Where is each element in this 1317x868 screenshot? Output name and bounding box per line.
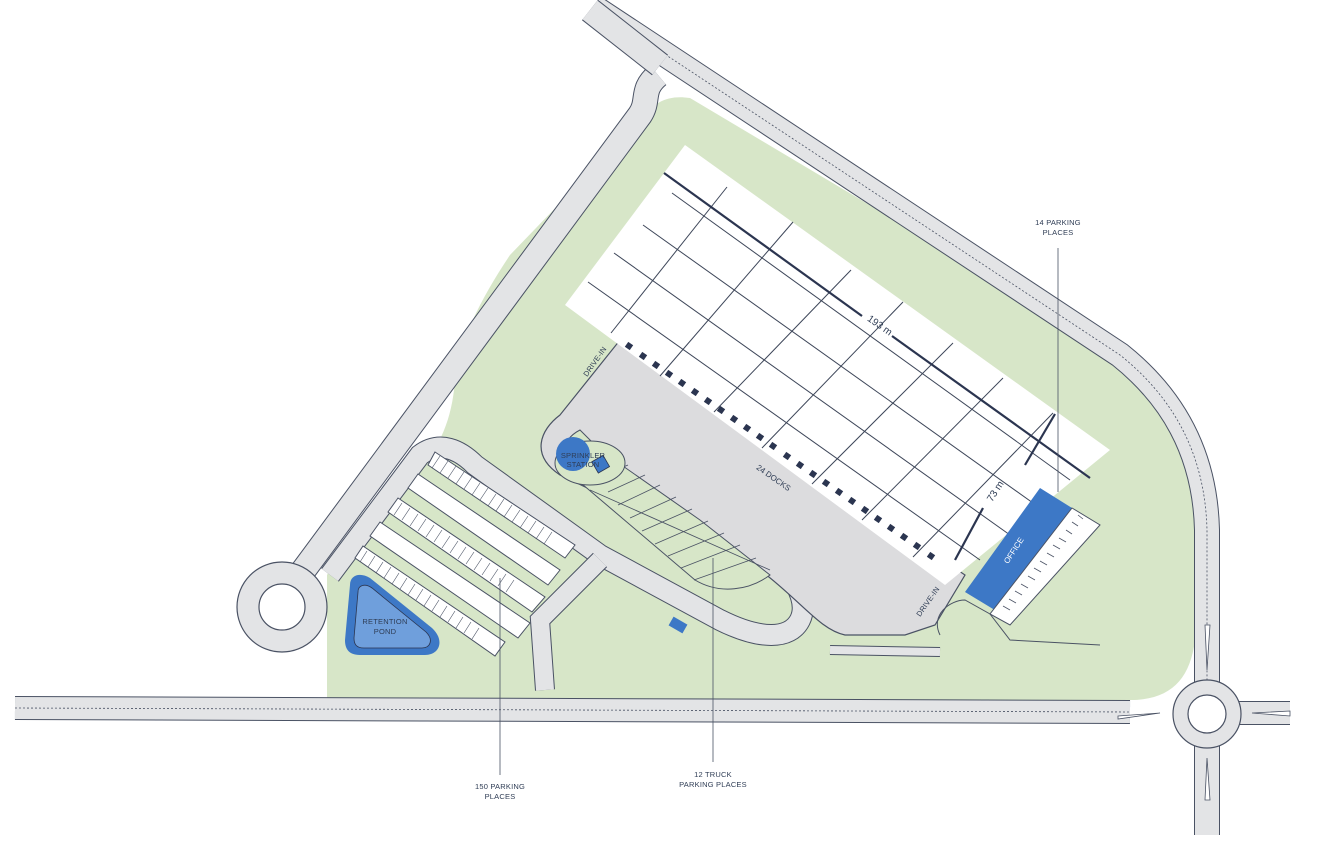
truck12-callout: 12 TRUCK PARKING PLACES bbox=[679, 770, 747, 789]
roundabout-left bbox=[236, 561, 328, 653]
truck-parking-hatch bbox=[589, 464, 771, 581]
sprinkler-label-line2: STATION bbox=[567, 460, 600, 469]
retention-pond bbox=[345, 574, 440, 655]
truck12-line2: PARKING PLACES bbox=[679, 780, 747, 789]
parking-150-stalls bbox=[359, 455, 553, 640]
parking-14 bbox=[937, 507, 1101, 646]
warehouse-building bbox=[565, 145, 1110, 585]
parking150-line1: 150 PARKING bbox=[475, 782, 525, 791]
parking14-line2: PLACES bbox=[1043, 228, 1074, 237]
utility-box bbox=[668, 616, 688, 634]
sprinkler-label: SPRINKLER STATION bbox=[561, 451, 606, 469]
building-grid bbox=[587, 186, 1071, 561]
parking14-callout: 14 PARKING PLACES bbox=[1035, 218, 1081, 237]
truck12-line1: 12 TRUCK bbox=[694, 770, 732, 779]
parking150-callout: 150 PARKING PLACES bbox=[475, 782, 525, 801]
parking14-line1: 14 PARKING bbox=[1035, 218, 1081, 227]
roundabout-right bbox=[1117, 624, 1291, 801]
sprinkler-label-line1: SPRINKLER bbox=[561, 451, 606, 460]
retention-label-line2: POND bbox=[374, 627, 397, 636]
retention-label-line1: RETENTION bbox=[362, 617, 407, 626]
sprinkler-station bbox=[554, 437, 626, 486]
callout-lines bbox=[499, 248, 1059, 775]
parking150-line2: PLACES bbox=[485, 792, 516, 801]
office-block bbox=[965, 488, 1072, 612]
dock-doors bbox=[624, 341, 936, 561]
retention-pond-label: RETENTION POND bbox=[362, 617, 407, 636]
parking-150 bbox=[354, 451, 576, 657]
